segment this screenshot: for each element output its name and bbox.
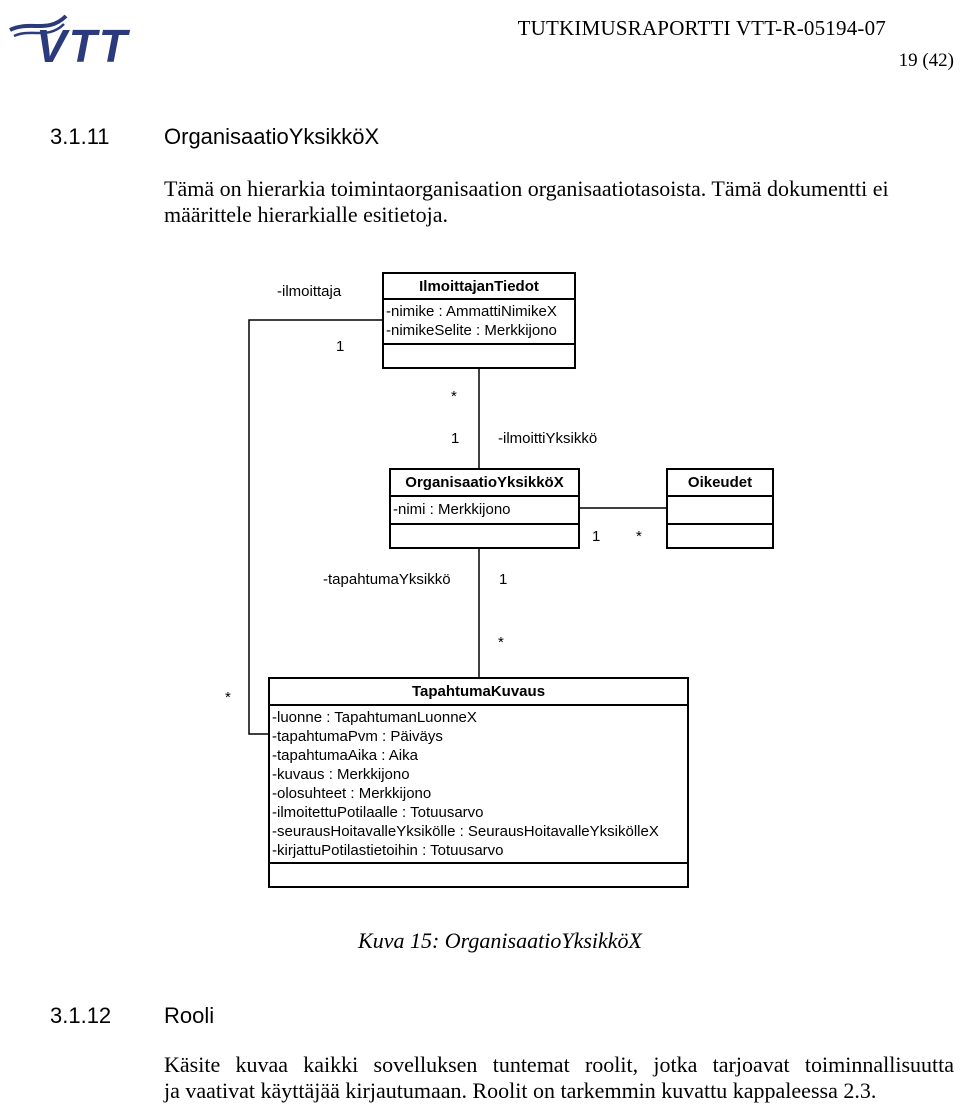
section-title: OrganisaatioYksikköX	[164, 124, 380, 149]
class-tapahtumakuvaus: TapahtumaKuvaus -luonne : TapahtumanLuon…	[268, 677, 689, 888]
paragraph-line: määrittele hierarkialle esitietoja.	[164, 202, 449, 227]
section-number: 3.1.11	[50, 124, 110, 149]
class-attribute: -kirjattuPotilastietoihin : Totuusarvo	[272, 842, 504, 859]
report-id: TUTKIMUSRAPORTTI VTT-R-05194-07	[517, 16, 886, 40]
class-attribute: -ilmoitettuPotilaalle : Totuusarvo	[272, 804, 484, 821]
section-title: Rooli	[164, 1003, 215, 1028]
class-attribute: -olosuhteet : Merkkijono	[272, 785, 432, 802]
section-paragraph: Tämä on hierarkia toimintaorganisaation …	[164, 176, 954, 228]
page-number: 19 (42)	[898, 50, 954, 71]
paragraph-line: Käsite kuvaa kaikki sovelluksen tuntemat…	[164, 1052, 954, 1077]
paragraph-line: ja vaativat käyttäjää kirjautumaan. Rool…	[164, 1078, 877, 1103]
role-label-ilmoittiyksikko: -ilmoittiYksikkö	[498, 430, 598, 447]
class-attribute: -nimi : Merkkijono	[393, 501, 511, 518]
class-name: IlmoittajanTiedot	[419, 278, 539, 295]
class-name: Oikeudet	[687, 474, 753, 491]
multiplicity-label: *	[225, 689, 231, 706]
class-attribute: -seurausHoitavalleYksikölle : SeurausHoi…	[272, 823, 659, 840]
logo-swoosh-icon	[9, 14, 68, 32]
class-ilmoittajantiedot: IlmoittajanTiedot -nimike : AmmattiNimik…	[382, 272, 576, 369]
role-label-tapahtumayksikko: -tapahtumaYksikkö	[323, 571, 451, 588]
multiplicity-label: *	[636, 528, 642, 545]
class-attribute: -luonne : TapahtumanLuonneX	[272, 709, 477, 726]
logo-text: VTT	[36, 20, 131, 66]
multiplicity-label: 1	[499, 571, 508, 588]
figure-caption: Kuva 15: OrganisaatioYksikköX	[358, 928, 642, 953]
vtt-logo: VTT	[9, 14, 131, 66]
class-oikeudet: Oikeudet	[666, 468, 774, 549]
class-attribute: -nimikeSelite : Merkkijono	[386, 322, 557, 339]
section-number: 3.1.12	[50, 1003, 112, 1028]
class-attribute: -kuvaus : Merkkijono	[272, 766, 410, 783]
paragraph-line: Tämä on hierarkia toimintaorganisaation …	[164, 176, 889, 201]
multiplicity-label: 1	[336, 338, 345, 355]
class-attribute: -tapahtumaPvm : Päiväys	[272, 728, 443, 745]
multiplicity-label: 1	[451, 430, 460, 447]
class-organisaatioyksikko: OrganisaatioYksikköX -nimi : Merkkijono	[389, 468, 580, 549]
class-name: TapahtumaKuvaus	[411, 683, 546, 700]
ilmoittaja-association-line	[248, 319, 383, 735]
class-attribute: -nimike : AmmattiNimikeX	[386, 303, 557, 320]
class-attribute: -tapahtumaAika : Aika	[272, 747, 418, 764]
section-paragraph: Käsite kuvaa kaikki sovelluksen tuntemat…	[164, 1052, 954, 1104]
multiplicity-label: *	[451, 388, 457, 405]
role-label-ilmoittaja: -ilmoittaja	[277, 283, 342, 300]
class-name: OrganisaatioYksikköX	[405, 474, 564, 491]
multiplicity-label: *	[498, 634, 504, 651]
multiplicity-label: 1	[592, 528, 601, 545]
